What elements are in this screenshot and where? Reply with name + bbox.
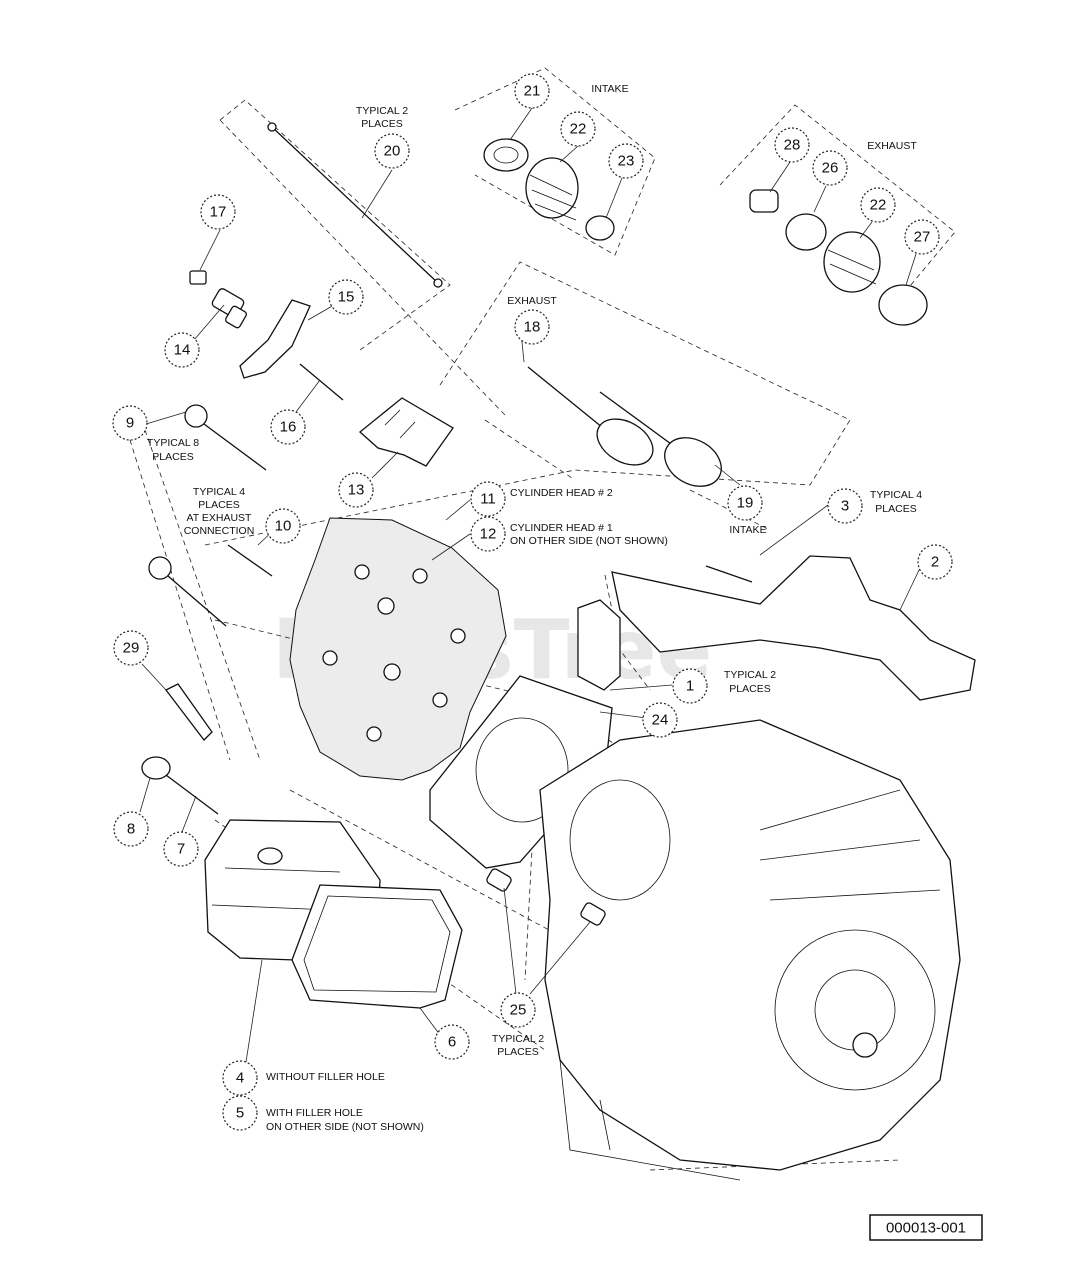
label-typical2-20-l1: TYPICAL 2 — [356, 105, 408, 117]
svg-text:1: 1 — [686, 678, 694, 695]
label-with-filler-hole-l1: WITH FILLER HOLE — [266, 1107, 363, 1119]
callout-29: 29 — [113, 630, 149, 666]
label-typical4-10-l2: PLACES — [198, 499, 239, 511]
callout-12: 12 — [470, 516, 506, 552]
svg-text:5: 5 — [236, 1105, 244, 1122]
callout-28: 28 — [774, 127, 810, 163]
callout-21: 21 — [514, 73, 550, 109]
svg-text:15: 15 — [338, 289, 355, 306]
drawing-code: 000013-001 — [869, 1214, 983, 1241]
callout-22-intake: 22 — [560, 111, 596, 147]
svg-text:25: 25 — [510, 1002, 527, 1019]
callout-16: 16 — [270, 409, 306, 445]
callout-14: 14 — [164, 332, 200, 368]
label-typical4-10-l1: TYPICAL 4 — [193, 486, 245, 498]
svg-text:13: 13 — [348, 482, 365, 499]
drawing-code-text: 000013-001 — [886, 1220, 966, 1237]
callout-2: 2 — [917, 544, 953, 580]
callout-26: 26 — [812, 150, 848, 186]
part-drawings — [141, 122, 976, 1181]
svg-text:19: 19 — [737, 495, 754, 512]
callout-22-exhaust: 22 — [860, 187, 896, 223]
label-with-filler-hole-l2: ON OTHER SIDE (NOT SHOWN) — [266, 1121, 424, 1133]
label-typical2-1-l2: PLACES — [729, 683, 770, 695]
svg-text:18: 18 — [524, 319, 541, 336]
label-exhaust-top: EXHAUST — [867, 140, 917, 152]
svg-text:24: 24 — [652, 712, 669, 729]
callout-5: 5 — [222, 1095, 258, 1131]
callout-27: 27 — [904, 219, 940, 255]
callout-19: 19 — [727, 485, 763, 521]
label-exhaust-valves: EXHAUST — [507, 295, 557, 307]
svg-text:8: 8 — [127, 821, 135, 838]
label-typical4-10-l4: CONNECTION — [184, 525, 255, 537]
label-cylinder-head-1-l1: CYLINDER HEAD # 1 — [510, 522, 613, 534]
svg-text:10: 10 — [275, 518, 292, 535]
callout-18: 18 — [514, 309, 550, 345]
svg-text:22: 22 — [870, 197, 887, 214]
callout-1: 1 — [672, 668, 708, 704]
label-intake-top: INTAKE — [591, 83, 628, 95]
callout-20: 20 — [374, 133, 410, 169]
svg-text:7: 7 — [177, 841, 185, 858]
callout-10: 10 — [265, 508, 301, 544]
callout-9: 9 — [112, 405, 148, 441]
callout-6: 6 — [434, 1024, 470, 1060]
label-typical2-25-l1: TYPICAL 2 — [492, 1033, 544, 1045]
label-cylinder-head-1-l2: ON OTHER SIDE (NOT SHOWN) — [510, 535, 668, 547]
svg-text:29: 29 — [123, 640, 140, 657]
svg-text:23: 23 — [618, 153, 635, 170]
svg-text:11: 11 — [480, 491, 496, 508]
svg-text:22: 22 — [570, 121, 587, 138]
svg-text:2: 2 — [931, 554, 939, 571]
svg-text:16: 16 — [280, 419, 297, 436]
callout-11: 11 — [470, 481, 506, 517]
svg-text:20: 20 — [384, 143, 401, 160]
callout-7: 7 — [163, 831, 199, 867]
leader-lines — [139, 107, 921, 1063]
svg-text:26: 26 — [822, 160, 839, 177]
label-typical2-1-l1: TYPICAL 2 — [724, 669, 776, 681]
callout-17: 17 — [200, 194, 236, 230]
svg-text:12: 12 — [480, 526, 497, 543]
svg-text:4: 4 — [236, 1070, 244, 1087]
callout-25: 25 — [500, 992, 536, 1028]
label-cylinder-head-2: CYLINDER HEAD # 2 — [510, 487, 613, 499]
callout-24: 24 — [642, 702, 678, 738]
callout-15: 15 — [328, 279, 364, 315]
callout-13: 13 — [338, 472, 374, 508]
svg-text:27: 27 — [914, 229, 931, 246]
label-typical4-3-l1: TYPICAL 4 — [870, 489, 922, 501]
label-typical2-25-l2: PLACES — [497, 1046, 538, 1058]
callout-4: 4 — [222, 1060, 258, 1096]
svg-text:17: 17 — [210, 204, 227, 221]
label-typical4-10-l3: AT EXHAUST — [187, 512, 253, 524]
svg-text:9: 9 — [126, 415, 134, 432]
svg-text:21: 21 — [524, 83, 541, 100]
callout-3: 3 — [827, 488, 863, 524]
svg-text:6: 6 — [448, 1034, 456, 1051]
svg-text:28: 28 — [784, 137, 801, 154]
svg-text:3: 3 — [841, 498, 849, 515]
callout-8: 8 — [113, 811, 149, 847]
label-typical8-l1: TYPICAL 8 — [147, 437, 199, 449]
label-without-filler-hole: WITHOUT FILLER HOLE — [266, 1071, 385, 1083]
label-typical8-l2: PLACES — [152, 451, 193, 463]
label-intake-valves: INTAKE — [729, 524, 766, 536]
callout-23: 23 — [608, 143, 644, 179]
label-typical2-20-l2: PLACES — [361, 118, 402, 130]
label-typical4-3-l2: PLACES — [875, 503, 916, 515]
svg-text:14: 14 — [174, 342, 191, 359]
notes: INTAKE EXHAUST TYPICAL 2 PLACES EXHAUST … — [147, 83, 922, 1133]
